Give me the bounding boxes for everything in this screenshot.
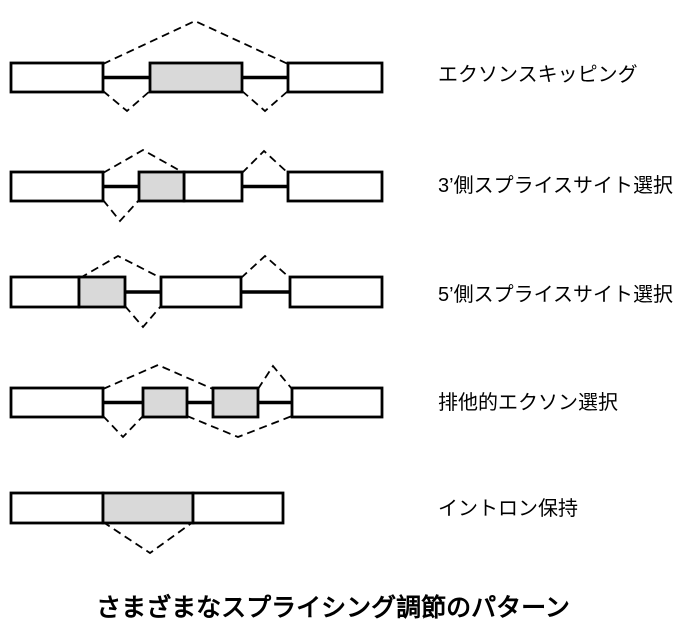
splice-path-left-v <box>102 90 151 113</box>
alternative-exon-box <box>141 386 189 419</box>
exon-box <box>9 61 105 94</box>
exon-box <box>9 491 105 525</box>
exon-box <box>286 61 384 94</box>
splice-path-alt-arc <box>79 254 162 279</box>
splice-path-alt-arc <box>102 148 185 174</box>
exon-box <box>9 386 105 419</box>
splice-path-right-peak <box>257 364 293 390</box>
alternative-exon-extension-box <box>77 275 127 309</box>
figure-title: さまざまなスプライシング調節のパターン <box>96 594 570 622</box>
splice-path-left-v <box>102 415 144 439</box>
exon-box <box>288 275 384 309</box>
exon-box <box>9 170 105 203</box>
splice-path-bottom-arc <box>186 415 293 438</box>
retained-intron-box <box>101 491 195 525</box>
diagram-canvas <box>9 20 384 555</box>
row-label-mutually-exclusive: 排他的エクソン選択 <box>438 392 618 414</box>
alternative-exon-box <box>211 386 260 419</box>
row-label-5prime-splice-site: 5’側スプライスサイト選択 <box>438 284 673 306</box>
alternative-exon-extension-box <box>137 170 186 203</box>
splice-path-top-arc <box>102 364 214 390</box>
splice-path-right-peak <box>241 149 289 174</box>
diagram-5prime-splice-site-selection <box>9 254 384 329</box>
splice-path-left-v <box>102 199 140 223</box>
diagram-exon-skipping <box>9 20 384 113</box>
diagram-intron-retention <box>9 491 285 555</box>
splice-path-right-peak <box>240 254 291 279</box>
alternative-exon-box <box>148 61 244 94</box>
row-label-intron-retention: イントロン保持 <box>438 498 578 520</box>
exon-box <box>286 170 384 203</box>
exon-box <box>191 491 285 525</box>
row-label-3prime-splice-site: 3’側スプライスサイト選択 <box>438 175 673 197</box>
exon-box <box>159 275 243 309</box>
exon-box <box>182 170 244 203</box>
splice-path-left-v <box>124 305 162 329</box>
exon-box <box>290 386 384 419</box>
exon-box <box>9 275 81 309</box>
diagram-mutually-exclusive-exon-selection <box>9 364 384 439</box>
diagram-3prime-splice-site-selection <box>9 148 384 223</box>
row-label-exon-skipping: エクソンスキッピング <box>438 64 638 86</box>
splice-path-right-v <box>241 90 289 113</box>
splice-path-skip-arc <box>102 20 289 65</box>
splice-path-retained-v <box>102 521 194 555</box>
